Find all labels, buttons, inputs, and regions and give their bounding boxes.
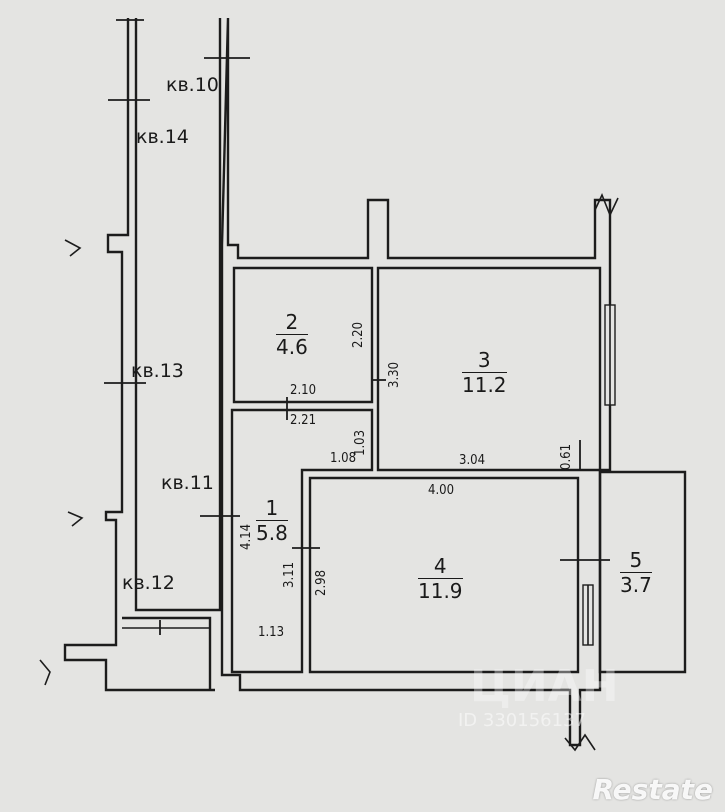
dimension-2-10: 2.10 [290, 383, 317, 398]
neighbor-label-kv14: кв.14 [136, 126, 189, 148]
neighbor-label-kv12: кв.12 [122, 572, 175, 594]
room-4-area: 11.9 [418, 579, 463, 603]
watermark-logo: ЦИАН [470, 661, 619, 712]
break-mark-left-mid [67, 511, 84, 527]
dimension-3-04: 3.04 [459, 453, 486, 468]
neighbor-label-kv13: кв.13 [131, 360, 184, 382]
room-1-outline [230, 408, 374, 674]
apartment-outer-wall [220, 17, 612, 747]
corridor-wall-divider [122, 616, 212, 690]
room-2-label: 2 4.6 [276, 312, 308, 358]
watermark-id: ID 330156137 [458, 710, 586, 731]
dimension-4-00: 4.00 [428, 483, 455, 498]
dimension-4-14: 4.14 [239, 523, 254, 550]
dimension-1-13: 1.13 [258, 625, 285, 640]
room-2-outline [232, 266, 374, 404]
break-mark-left-top [64, 239, 82, 257]
corridor-wall-left [63, 18, 215, 692]
room-5-number: 5 [620, 550, 652, 573]
brand-watermark: Restate [592, 773, 713, 806]
break-mark-top-right [594, 192, 619, 218]
neighbor-label-kv11: кв.11 [161, 472, 214, 494]
room-3-label: 3 11.2 [462, 350, 507, 396]
room-2-area: 4.6 [276, 335, 308, 359]
room-3-number: 3 [462, 350, 507, 373]
dimension-3-30: 3.30 [387, 361, 402, 388]
room-5-area: 3.7 [620, 573, 652, 597]
room-5-outline [598, 470, 687, 674]
dimension-2-21: 2.21 [290, 413, 317, 428]
neighbor-label-kv10: кв.10 [166, 74, 219, 96]
room-1-area: 5.8 [256, 521, 288, 545]
room-4-number: 4 [418, 556, 463, 579]
break-mark-left-bottom [39, 659, 51, 686]
room-2-number: 2 [276, 312, 308, 335]
room-3-outline [376, 266, 602, 472]
corridor-wall-inner [134, 18, 222, 612]
room-1-number: 1 [256, 498, 288, 521]
dimension-3-11: 3.11 [282, 561, 297, 588]
dimension-0-61: 0.61 [559, 443, 574, 470]
break-mark-bottom-right [564, 733, 596, 752]
room-3-area: 11.2 [462, 373, 507, 397]
dimension-2-20: 2.20 [351, 321, 366, 348]
room-4-outline [308, 476, 580, 674]
room-4-label: 4 11.9 [418, 556, 463, 602]
dimension-2-98: 2.98 [314, 569, 329, 596]
room-5-label: 5 3.7 [620, 550, 652, 596]
dimension-1-08: 1.08 [330, 451, 357, 466]
room-1-label: 1 5.8 [256, 498, 288, 544]
